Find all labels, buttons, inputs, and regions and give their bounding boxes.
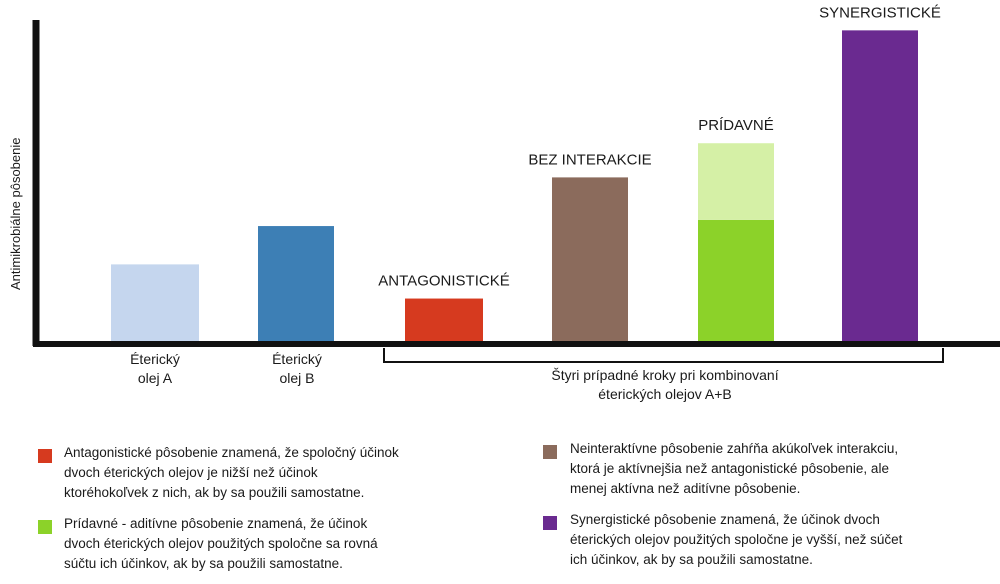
bar-antagonisticke [405,298,483,341]
legend-swatch-antagonistic [38,449,52,463]
legend-swatch-synergistic [543,516,557,530]
bar-top-labels: ANTAGONISTICKÉ BEZ INTERAKCIE PRÍDAVNÉ SYNE… [378,4,941,289]
legend-item-additive: Prídavné - aditívne pôsobenie znamená, ž… [64,516,378,571]
group-bracket [383,348,944,363]
bar-label-bez-interakcie: BEZ INTERAKCIE [528,151,651,168]
category-label-olej-b: Éterický olej B [272,351,322,386]
bar-label-antagonisticke: ANTAGONISTICKÉ [378,273,509,290]
bar-label-pridavne: PRÍDAVNÉ [698,117,774,134]
category-label-olej-a: Éterický olej A [130,351,180,386]
legend-swatch-no-interaction [543,445,557,459]
bars-layer [111,30,918,342]
legend-item-synergistic: Synergistické pôsobenie znamená, že účin… [570,512,903,567]
bar-etericky-olej-b [258,226,334,341]
bar-pridavne-lower [698,219,774,341]
bar-label-synergisticke: SYNERGISTICKÉ [819,4,941,21]
bar-bez-interakcie [552,177,628,341]
bar-synergisticke [842,30,918,342]
bar-pridavne-upper [698,143,774,220]
group-label: Štyri prípadné kroky pri kombinovaní éte… [551,367,779,402]
y-axis-label: Antimikrobiálne pôsobenie [8,137,23,290]
legend-item-antagonistic: Antagonistické pôsobenie znamená, že spo… [64,445,399,500]
legend-swatch-additive [38,520,52,534]
bar-etericky-olej-a [111,264,199,341]
legend-item-no-interaction: Neinteraktívne pôsobenie zahŕňa akúkoľve… [570,441,899,496]
